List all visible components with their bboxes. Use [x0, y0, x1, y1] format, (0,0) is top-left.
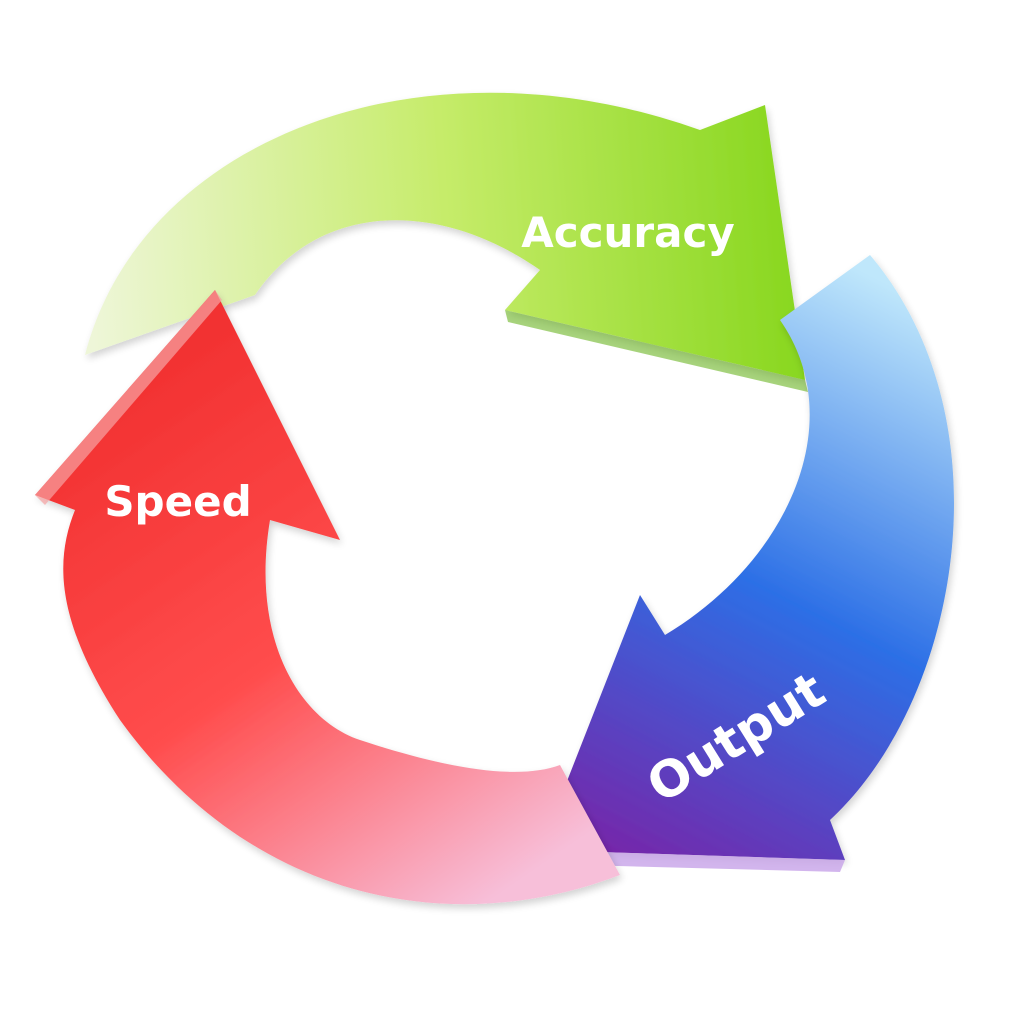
output-arrow — [540, 255, 955, 860]
accuracy-arrow-edge — [505, 310, 808, 392]
speed-label: Speed — [104, 477, 251, 526]
output-arrow-edge — [540, 850, 845, 872]
accuracy-arrow — [85, 92, 805, 380]
speed-arrow-edge — [35, 290, 222, 505]
accuracy-label: Accuracy — [521, 208, 735, 257]
speed-arrow — [35, 290, 620, 905]
